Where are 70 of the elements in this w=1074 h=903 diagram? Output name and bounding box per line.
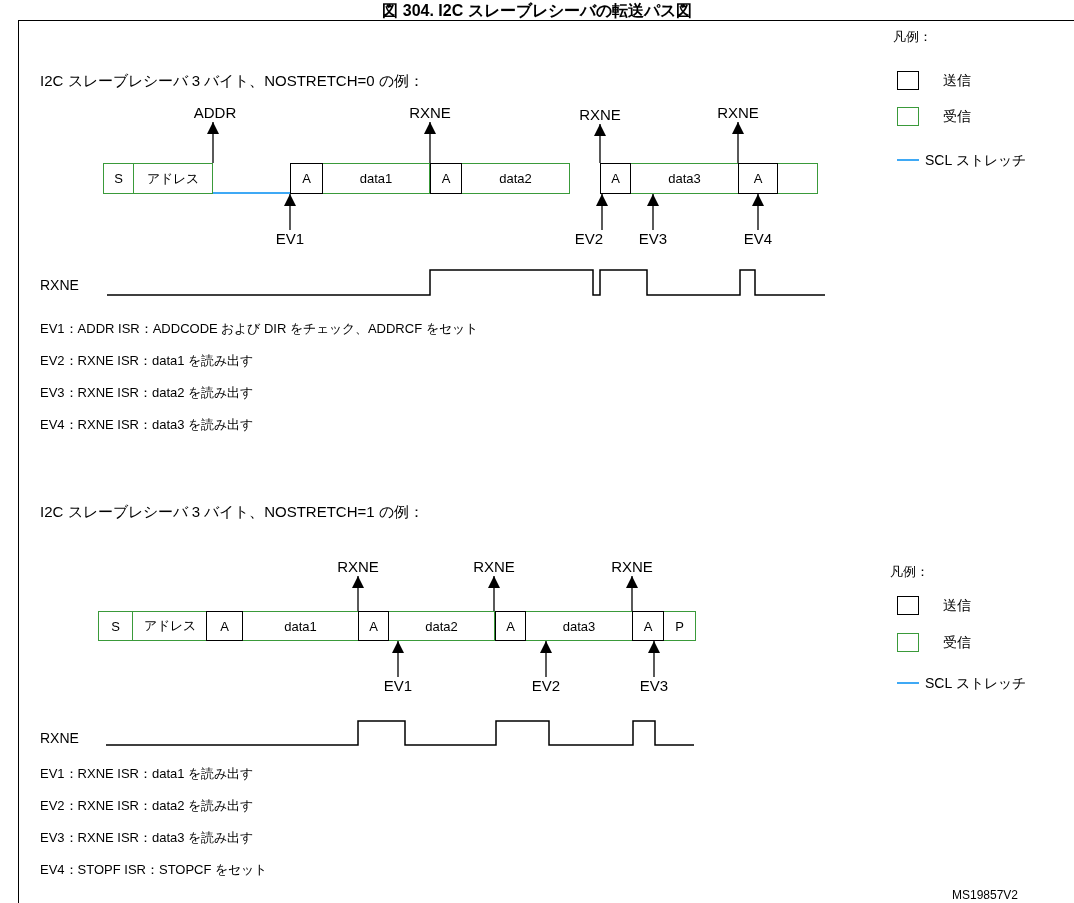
event-label: RXNE: [575, 106, 625, 124]
figure-title: 図 304. I2C スレーブレシーバの転送パス図: [381, 1, 693, 21]
event-label: RXNE: [469, 558, 519, 576]
event-note: EV3：RXNE ISR：data3 を読み出す: [40, 829, 254, 847]
signal-name: RXNE: [40, 276, 79, 294]
clock-stretch-line: [212, 192, 291, 194]
event-label: ADDR: [190, 104, 240, 122]
event-label: EV2: [565, 230, 613, 248]
arrow: [540, 640, 552, 678]
event-label: EV2: [522, 677, 570, 695]
diagram-subtitle: I2C スレーブレシーバ 3 バイト、NOSTRETCH=1 の例：: [40, 503, 424, 521]
frame-field: S: [98, 611, 133, 641]
arrow: [626, 575, 638, 612]
event-label: RXNE: [405, 104, 455, 122]
event-note: EV2：RXNE ISR：data1 を読み出す: [40, 352, 254, 370]
arrow: [207, 121, 219, 164]
signal-name: RXNE: [40, 729, 79, 747]
arrow: [732, 121, 744, 164]
arrow: [424, 121, 436, 164]
event-label: RXNE: [607, 558, 657, 576]
event-label: EV4: [734, 230, 782, 248]
legend-heading: 凡例：: [893, 28, 932, 46]
event-note: EV4：RXNE ISR：data3 を読み出す: [40, 416, 254, 434]
frame-field: P: [663, 611, 696, 641]
event-note: EV4：STOPF ISR：STOPCF をセット: [40, 861, 268, 879]
legend-label: 送信: [943, 596, 971, 614]
frame-field: A: [495, 611, 526, 641]
frame-field: data2: [388, 611, 495, 641]
frame-field: data3: [525, 611, 633, 641]
event-label: EV3: [630, 677, 678, 695]
frame-field: アドレス: [132, 611, 207, 641]
event-label: EV3: [629, 230, 677, 248]
event-label: RXNE: [333, 558, 383, 576]
arrow: [647, 193, 659, 231]
arrow: [752, 193, 764, 231]
legend-label: SCL ストレッチ: [925, 674, 1026, 692]
arrow: [594, 123, 606, 164]
legend-label: SCL ストレッチ: [925, 151, 1026, 169]
event-note: EV1：RXNE ISR：data1 を読み出す: [40, 765, 254, 783]
frame-field: data1: [242, 611, 359, 641]
legend-label: 送信: [943, 71, 971, 89]
frame-field: A: [206, 611, 243, 641]
diagram-subtitle: I2C スレーブレシーバ 3 バイト、NOSTRETCH=0 の例：: [40, 72, 424, 90]
event-label: EV1: [266, 230, 314, 248]
frame-field: A: [358, 611, 389, 641]
figure-code: MS19857V2: [952, 887, 1019, 903]
event-label: RXNE: [713, 104, 763, 122]
arrow: [648, 640, 660, 678]
event-note: EV2：RXNE ISR：data2 を読み出す: [40, 797, 254, 815]
legend-label: 受信: [943, 107, 971, 125]
frame-field: A: [738, 163, 778, 194]
legend-heading: 凡例：: [890, 563, 929, 581]
event-note: EV3：RXNE ISR：data2 を読み出す: [40, 384, 254, 402]
frame-field: A: [430, 163, 462, 194]
frame-field: A: [632, 611, 664, 641]
event-note: EV1：ADDR ISR：ADDCODE および DIR をチェック、ADDRCF をセット: [40, 320, 478, 338]
arrow: [488, 575, 500, 612]
arrow: [596, 193, 608, 231]
event-label: EV1: [374, 677, 422, 695]
frame-field: data2: [461, 163, 570, 194]
legend-label: 受信: [943, 633, 971, 651]
frame-field: S: [103, 163, 134, 194]
arrow: [284, 193, 296, 231]
arrow: [392, 640, 404, 678]
frame-field: アドレス: [133, 163, 213, 194]
frame-field: A: [290, 163, 323, 194]
arrow: [352, 575, 364, 612]
frame-field: data3: [630, 163, 739, 194]
frame-field: data1: [322, 163, 430, 194]
frame-field: A: [600, 163, 631, 194]
